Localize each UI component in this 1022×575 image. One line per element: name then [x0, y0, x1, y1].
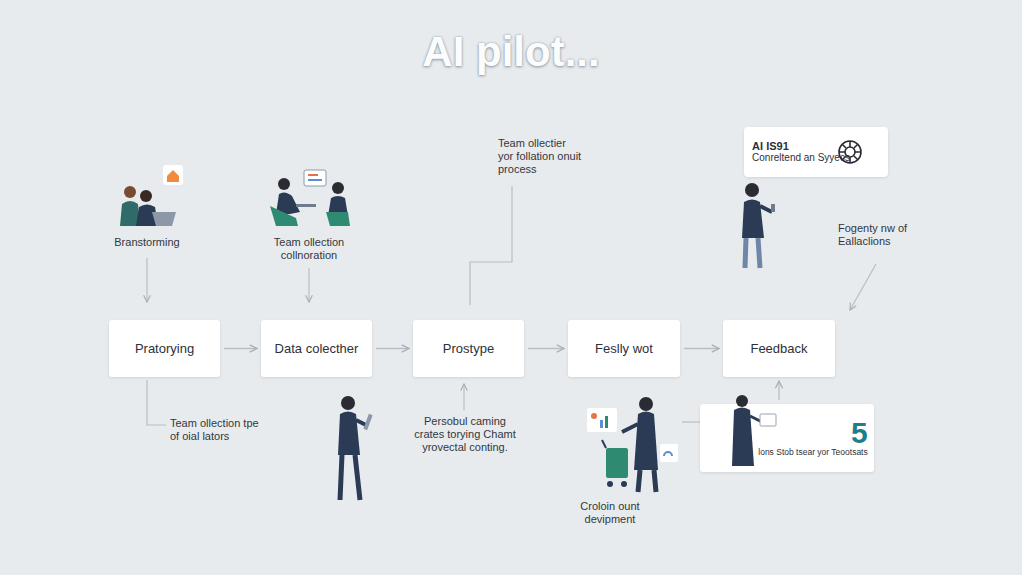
process-box: Feslly wot — [568, 320, 680, 377]
diagram-title: AI pilot... — [0, 28, 1022, 76]
node-body: lons Stob tsear yor Teootsats — [758, 448, 867, 458]
process-box: Prostype — [413, 320, 524, 377]
gear-icon — [839, 141, 861, 163]
node-heading: Feslly wot — [595, 341, 653, 356]
flow-arrow — [376, 348, 409, 349]
annotation-label: Fogenty nw of Eallaclions — [838, 222, 922, 248]
node-heading: AI IS91 — [752, 140, 850, 152]
annotation-label: Croloin ount devipment — [568, 500, 652, 526]
annotation-label: Team ollection collnoration — [262, 236, 356, 262]
flow-arrow — [778, 381, 779, 400]
annotation-label: Persobul caming crates torying Chamt yro… — [414, 415, 516, 455]
flow-arrow — [224, 348, 257, 349]
annotation-label: Team ollectier yor follation onuit proce… — [498, 137, 582, 177]
callout-box: AI IS91Conreltend an Syyecs — [744, 127, 888, 177]
team-figures — [270, 170, 350, 226]
card-figure — [732, 395, 776, 466]
node-heading: Prostype — [443, 341, 494, 356]
node-body: Conreltend an Syyecs — [752, 152, 850, 164]
annotation-label: Branstorming — [92, 236, 202, 249]
node-heading: 5 — [851, 418, 868, 448]
process-box: Feedback — [723, 320, 835, 377]
summary-card: 5lons Stob tsear yor Teootsats — [700, 404, 873, 472]
node-heading: Data colecther — [275, 341, 359, 356]
process-box: Pratorying — [109, 320, 220, 377]
flow-arrow — [528, 348, 564, 349]
node-heading: Feedback — [750, 341, 807, 356]
annotation-label: Team ollection tpe of oial lators — [170, 417, 270, 443]
flow-arrow — [684, 348, 719, 349]
leader-lines — [147, 186, 876, 425]
person-figure — [587, 397, 678, 492]
process-box: Data colecther — [261, 320, 372, 377]
person-figure — [742, 183, 775, 268]
node-heading: Pratorying — [135, 341, 194, 356]
brainstorm-figures — [120, 165, 183, 226]
person-figure — [338, 396, 373, 500]
